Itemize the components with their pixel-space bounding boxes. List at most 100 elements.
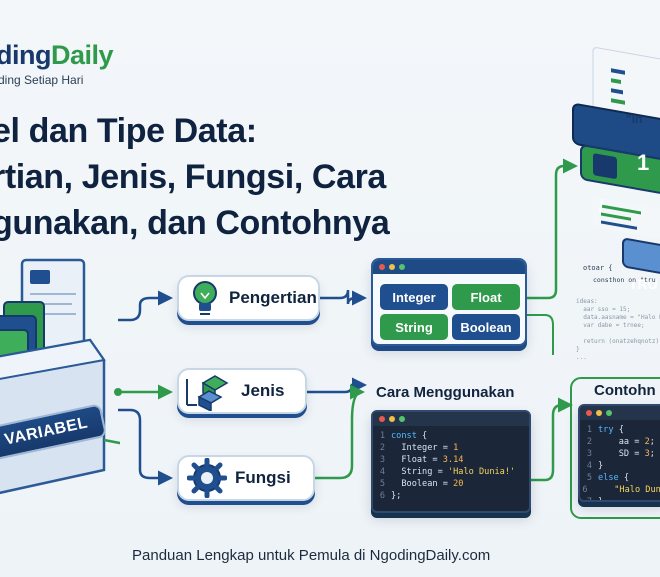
node-jenis-label: Jenis: [241, 381, 285, 400]
code-line: 1 try {: [580, 424, 660, 436]
type-boolean[interactable]: Boolean: [452, 314, 520, 340]
code-text: try {: [598, 425, 624, 435]
side-snippet-line: aar sso = 15;: [576, 306, 631, 313]
brand-name-main: ding: [0, 40, 51, 70]
code-text: Integer = 1: [391, 443, 459, 453]
arrow-types-contoh: [527, 314, 554, 355]
code-line: 3 SD = 3;: [580, 448, 660, 460]
line-number: 2: [379, 443, 385, 453]
side-label-slash: /: [599, 198, 604, 215]
section-cara-menggunakan: Cara Menggunakan: [376, 384, 515, 401]
lightbulb-icon: [193, 281, 217, 315]
code-text: Float = 3.14: [391, 455, 464, 465]
side-label-in: "In: [626, 112, 643, 126]
headline-line-3: gunakan, dan Contohnya: [0, 204, 390, 242]
side-label-otoar: otoar {: [583, 264, 613, 272]
code-text: }: [598, 497, 604, 502]
gear-icon: [187, 458, 227, 498]
arrow-cara-contoh: [530, 397, 573, 482]
type-string[interactable]: String: [380, 314, 448, 340]
node-jenis[interactable]: Jenis: [177, 368, 307, 414]
window-dot-icon: [606, 410, 612, 416]
node-fungsi[interactable]: Fungsi: [177, 455, 315, 501]
code-text: else {: [598, 473, 630, 483]
code-line: 4}: [580, 460, 660, 472]
line-number: 6: [379, 491, 385, 501]
code-text: Boolean = 20: [391, 479, 464, 489]
window-dot-icon: [399, 416, 405, 422]
window-dot-icon: [586, 410, 592, 416]
code-text: String = 'Halo Dunia!': [391, 467, 516, 477]
code-window-bar: [373, 412, 529, 426]
code-line: 2 aa = 2;: [580, 436, 660, 448]
folder-stack-icon: [0, 258, 131, 495]
line-number: 2: [586, 437, 592, 447]
code-text: aa = 2;: [598, 437, 655, 447]
code-text: }: [598, 461, 604, 471]
line-number: 6: [582, 485, 588, 495]
window-bar: [373, 260, 525, 274]
code-text: "Halo Duni: [614, 485, 660, 495]
shapes-icon: [186, 375, 229, 411]
line-number: 1: [379, 431, 385, 441]
brand-tagline: ding Setiap Hari: [0, 73, 84, 87]
side-label-tru: TRU: [629, 276, 658, 292]
code-line: 2 Integer = 1: [373, 442, 529, 454]
contoh-frame: [570, 377, 660, 519]
arrow-jenis-cara: [307, 377, 367, 394]
code-line: 6 "Halo Duni: [580, 484, 660, 496]
side-snippet-line: var dabe = trnee;: [576, 322, 645, 329]
line-number: 5: [379, 479, 385, 489]
window-dot-icon: [389, 416, 395, 422]
brand-logo: dingDaily: [0, 40, 114, 71]
isometric-card-stack: "In 1 / TRU otoar { consthon on "tru: [553, 40, 660, 340]
window-dot-icon: [389, 264, 395, 270]
line-number: 3: [586, 449, 592, 459]
line-number: 1: [586, 425, 592, 435]
type-integer[interactable]: Integer: [380, 284, 448, 310]
side-code-snippet: ideas: aar sso = 15; data.aasname = "Hal…: [576, 298, 660, 362]
section-contoh: Contohn: [594, 382, 656, 399]
arrow-pengertian-types: [320, 288, 362, 305]
arrow-to-fungsi: [118, 408, 173, 486]
code-text: };: [391, 491, 402, 501]
line-number: 3: [379, 455, 385, 465]
node-pengertian-label: Pengertian: [229, 288, 317, 307]
arrow-to-pengertian: [118, 290, 173, 322]
side-snippet-line: ideas:: [576, 298, 598, 305]
node-pengertian[interactable]: Pengertian: [177, 275, 320, 321]
code-line: 6};: [373, 490, 529, 502]
data-types-card: Integer Float String Boolean: [371, 258, 527, 346]
side-label-one: 1: [637, 150, 650, 175]
side-snippet-line: }: [576, 346, 580, 353]
junction-dot: [114, 388, 122, 396]
side-snippet-line: return (onatzehqnotz);: [576, 338, 660, 345]
side-snippet-line: ...: [576, 354, 587, 361]
code-line: 5 Boolean = 20: [373, 478, 529, 490]
window-dot-icon: [399, 264, 405, 270]
code-window-bar: [580, 406, 660, 420]
code-text: const {: [391, 431, 428, 441]
arrow-types-stack: [527, 158, 578, 300]
arrow-fungsi-cara: [315, 384, 365, 480]
node-fungsi-label: Fungsi: [235, 468, 291, 487]
line-number: 7: [586, 497, 592, 502]
side-label-consthon: consthon on "tru: [593, 276, 656, 284]
line-number: 4: [586, 461, 592, 471]
line-number: 4: [379, 467, 385, 477]
footer-caption: Panduan Lengkap untuk Pemula di NgodingD…: [132, 547, 491, 564]
window-dot-icon: [596, 410, 602, 416]
headline-line-2: rtian, Jenis, Fungsi, Cara: [0, 158, 386, 196]
code-line: 3 Float = 3.14: [373, 454, 529, 466]
brand-name-accent: Daily: [50, 40, 114, 70]
type-float[interactable]: Float: [452, 284, 520, 310]
window-dot-icon: [379, 416, 385, 422]
code-line: 7}: [580, 496, 660, 502]
stacked-cards-icon: [572, 47, 660, 276]
code-line: 1 const {: [373, 430, 529, 442]
